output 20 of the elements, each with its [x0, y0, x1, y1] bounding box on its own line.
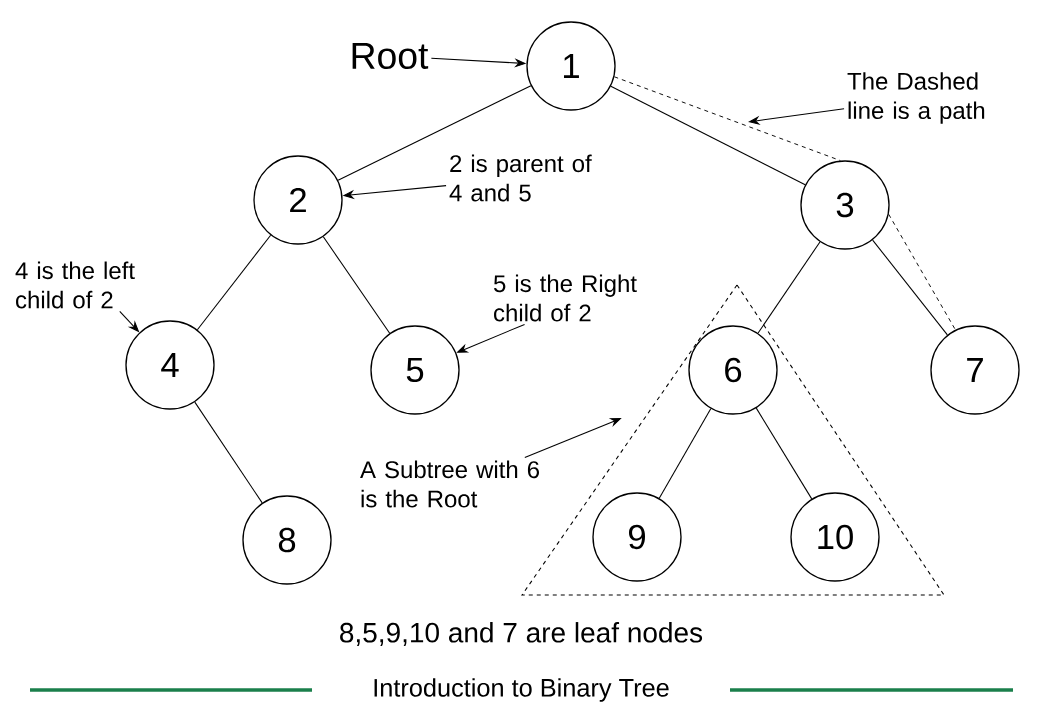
annotation-text: 2 is parent of 4 and 5: [449, 154, 592, 202]
tree-edge: [322, 236, 391, 334]
caption: Introduction to Binary Tree: [374, 678, 669, 702]
tree-edge: [196, 234, 272, 331]
leader-arrow: [748, 108, 845, 126]
tree-edge: [194, 401, 263, 504]
annotation-text: 4 is the left child of 2: [15, 261, 135, 309]
annotation-text: 5 is the Right child of 2: [493, 274, 637, 322]
root-label: Root: [352, 43, 429, 69]
tree-edge: [337, 85, 532, 181]
tree-edge: [872, 239, 948, 336]
tree-edge: [755, 407, 813, 500]
tree-edge: [757, 241, 821, 334]
tree-edge: [658, 408, 712, 499]
path-line: [613, 76, 841, 162]
note-text: 8,5,9,10 and 7 are leaf nodes: [340, 622, 703, 646]
annotation-text: A Subtree with 6 is the Root: [360, 460, 539, 508]
path-line: [888, 213, 956, 331]
annotation-text: The Dashed line is a path: [847, 72, 985, 124]
tree-edge: [610, 85, 806, 186]
